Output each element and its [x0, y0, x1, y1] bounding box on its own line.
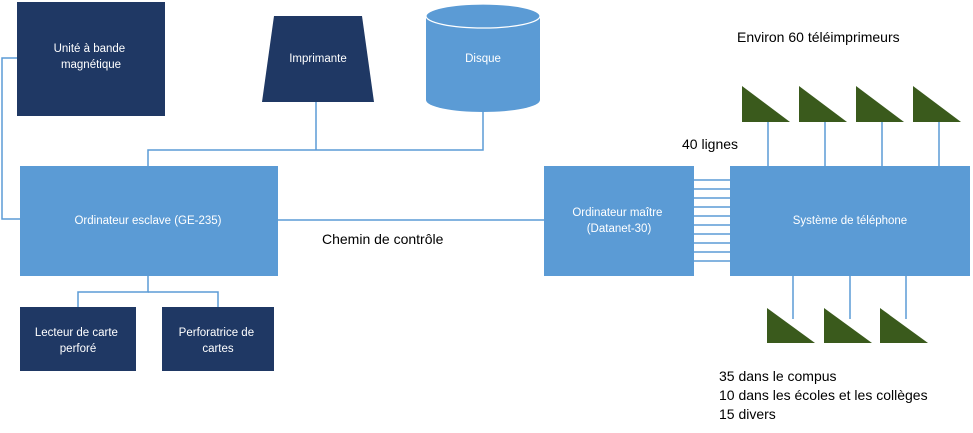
- teleprinter-triangle-icon: [767, 308, 815, 343]
- control-path-label: Chemin de contrôle: [322, 231, 444, 247]
- printer-label: Imprimante: [289, 53, 347, 65]
- slave-computer-label: Ordinateur esclave (GE-235): [74, 215, 221, 227]
- phone-system-label: Système de téléphone: [793, 215, 907, 227]
- misc-count-label: 15 divers: [719, 406, 776, 422]
- card-punch-connector: [148, 291, 219, 307]
- disk-cylinder: [425, 3, 541, 112]
- teleprinter-triangle-icon: [913, 86, 961, 122]
- terminals-top: [742, 86, 961, 122]
- teleprinter-triangle-icon: [742, 86, 790, 122]
- master-computer-label: Ordinateur maître (Datanet-30): [572, 207, 665, 235]
- card-reader-box: [20, 307, 136, 371]
- card-punch-label: Perforatrice de cartes: [179, 327, 258, 355]
- campus-count-label: 35 dans le compus: [719, 368, 837, 384]
- connectors: [1, 57, 544, 307]
- printer-shape: [262, 16, 374, 102]
- teleprinter-triangle-icon: [856, 86, 904, 122]
- card-reader-label: Lecteur de carte perforé: [35, 327, 121, 355]
- disk-label: Disque: [465, 53, 501, 65]
- schools-count-label: 10 dans les écoles et les collèges: [719, 387, 928, 403]
- slave-peripherals-bus: [77, 276, 149, 307]
- terminal-stems: [767, 122, 940, 319]
- parallel-lines: [694, 179, 730, 262]
- terminals-bottom: [767, 308, 928, 343]
- teleprinter-triangle-icon: [799, 86, 847, 122]
- master-computer-box: [544, 166, 694, 276]
- phone-system-box: [730, 166, 970, 276]
- teleprinter-triangle-icon: [880, 308, 928, 343]
- lines-label: 40 lignes: [682, 136, 738, 152]
- teleprinters-label: Environ 60 téléimprimeurs: [737, 29, 900, 45]
- card-punch-box: [162, 307, 274, 371]
- teleprinter-triangle-icon: [824, 308, 872, 343]
- slave-computer-box: [20, 166, 278, 276]
- tape-unit-label: Unité à bande magnétique: [54, 43, 129, 71]
- tape-unit-box: [17, 2, 165, 116]
- tape-to-slave-connector: [1, 57, 20, 220]
